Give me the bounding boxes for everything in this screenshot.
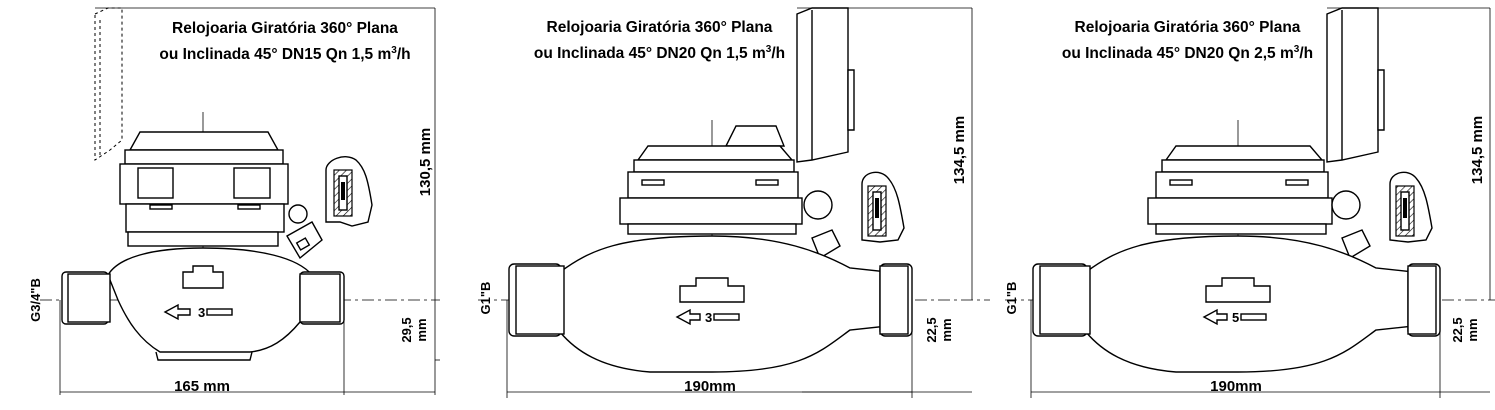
caption-line1: Relojoaria Giratória 360° Plana <box>546 19 773 36</box>
caption-sup: 3 <box>391 45 397 56</box>
caption-sup: 3 <box>1293 44 1300 55</box>
connection-label: G1"B <box>1004 282 1019 315</box>
height-label: 134,5 mm <box>951 116 968 184</box>
connection-label: G1"B <box>478 282 493 315</box>
caption-main: ou Inclinada 45° DN20 Qn 1,5 m <box>533 45 766 63</box>
meter-dn15: 3 165 mm 130,5 mm G3/4"B 29,5 mm <box>28 7 440 395</box>
length-label: 165 mm <box>174 378 230 395</box>
flow-number: 5 <box>1232 310 1239 325</box>
meter-dn20b: 5 190mm 134,5 mm G1"B 22,5 mm <box>1004 7 1495 398</box>
axis-height-value: 22,5 <box>1450 317 1465 342</box>
caption-main: ou Inclinada 45° DN20 Qn 2,5 m <box>1061 45 1294 63</box>
caption-line2: ou Inclinada 45° DN20 Qn 1,5 m3/h <box>512 39 807 65</box>
caption-main: ou Inclinada 45° DN15 Qn 1,5 m <box>159 46 392 64</box>
caption-tail: /h <box>771 45 786 63</box>
axis-height-value: 29,5 <box>399 317 414 342</box>
axis-height-unit: mm <box>939 318 954 341</box>
caption-line1: Relojoaria Giratória 360° Plana <box>172 20 398 37</box>
caption-tail: /h <box>1299 45 1314 63</box>
caption-line1: Relojoaria Giratória 360° Plana <box>1074 19 1301 36</box>
caption-line2: ou Inclinada 45° DN15 Qn 1,5 m3/h <box>140 40 430 66</box>
flow-number: 3 <box>705 310 712 325</box>
caption-line2: ou Inclinada 45° DN20 Qn 2,5 m3/h <box>1040 39 1335 65</box>
caption-dn15: Relojoaria Giratória 360° Plana ou Incli… <box>140 18 430 66</box>
meter-dn20a: 3 190mm 134,5 mm G1"B 22,5 mm <box>478 7 990 398</box>
caption-tail: /h <box>396 46 411 64</box>
flow-number: 3 <box>198 305 205 320</box>
axis-height-unit: mm <box>1465 318 1480 341</box>
height-label: 134,5 mm <box>1469 116 1486 184</box>
length-label: 190mm <box>684 378 736 395</box>
axis-height-value: 22,5 <box>924 317 939 342</box>
caption-dn20b: Relojoaria Giratória 360° Plana ou Incli… <box>1040 17 1335 65</box>
caption-dn20a: Relojoaria Giratória 360° Plana ou Incli… <box>512 17 807 65</box>
length-label: 190mm <box>1210 378 1262 395</box>
connection-label: G3/4"B <box>28 278 43 322</box>
caption-sup: 3 <box>765 44 772 55</box>
height-label: 130,5 mm <box>417 128 434 196</box>
axis-height-unit: mm <box>414 318 429 341</box>
